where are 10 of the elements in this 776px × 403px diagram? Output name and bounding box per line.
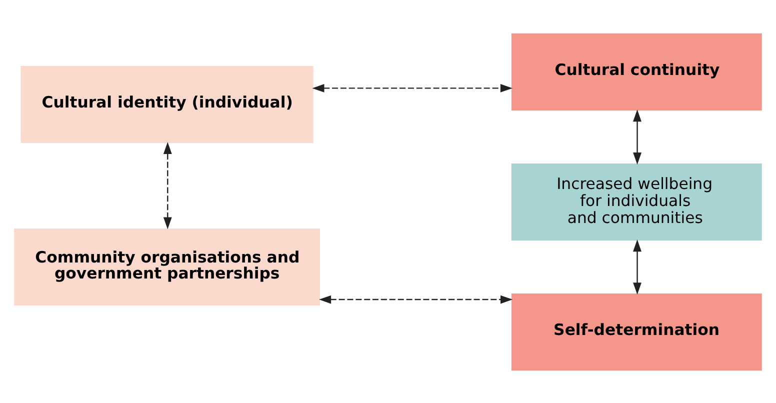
arrow xyxy=(633,239,642,294)
arrow xyxy=(163,142,172,229)
node-box: Cultural identity (individual) xyxy=(20,64,315,144)
arrow xyxy=(312,83,512,92)
node-box: Increased wellbeing for individuals and communities xyxy=(510,162,764,242)
node-box: Community organisations and government partnerships xyxy=(12,226,322,306)
node-box: Self-determination xyxy=(510,292,764,372)
node-box: Cultural continuity xyxy=(510,32,764,112)
arrow xyxy=(318,294,513,304)
arrow xyxy=(633,109,642,164)
